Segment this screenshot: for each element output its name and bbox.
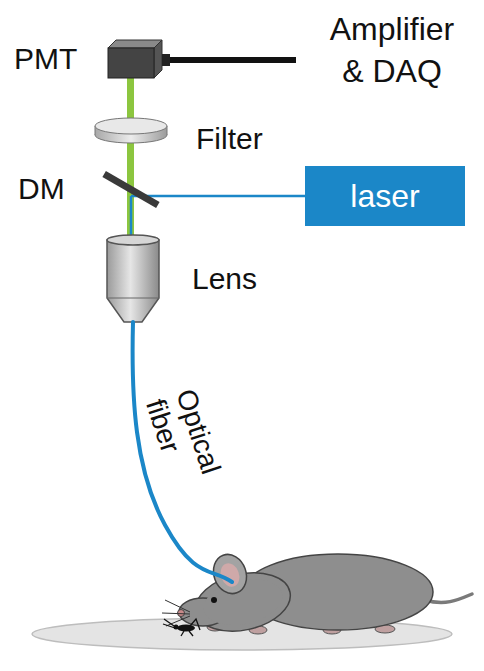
signal-cable — [150, 57, 296, 63]
part-label: Amplifier & DAQ — [322, 8, 462, 92]
part-label: Optical fiber — [138, 385, 232, 505]
dichroic-mirror — [102, 171, 159, 208]
part-label: DM — [18, 172, 65, 207]
node-text: laser — [350, 178, 419, 215]
part-label: Filter — [196, 122, 263, 157]
laser-box: laser — [305, 166, 465, 226]
emission-filter — [95, 118, 167, 143]
optical-fiber — [133, 322, 232, 582]
cricket — [163, 619, 200, 636]
excitation-beam — [130, 196, 133, 240]
pmt-detector — [108, 40, 170, 78]
mouse — [162, 550, 472, 640]
objective-lens — [107, 235, 159, 322]
excitation-beam — [131, 195, 306, 198]
part-label: PMT — [14, 42, 77, 77]
part-label: Lens — [192, 262, 257, 297]
